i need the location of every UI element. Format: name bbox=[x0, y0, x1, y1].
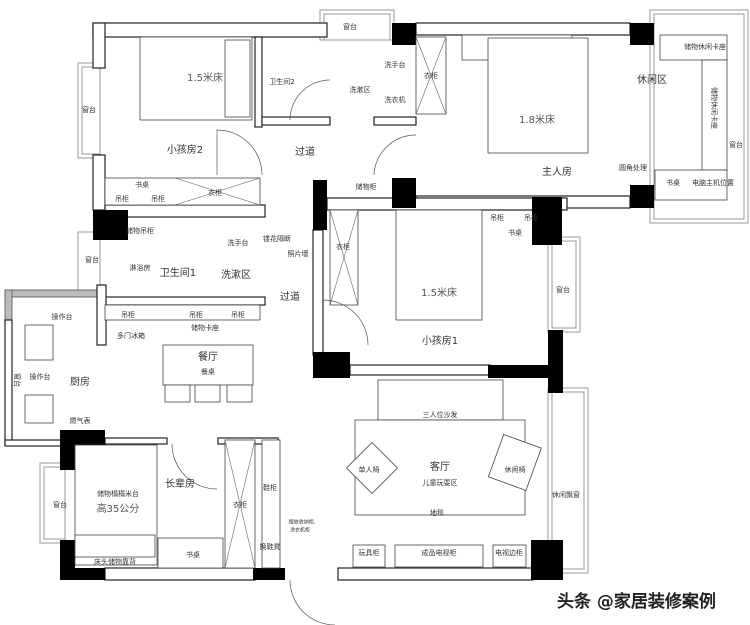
label-wash-basin: 洗手台 bbox=[228, 238, 249, 247]
label-kid-room1: 小孩房1 bbox=[422, 334, 458, 347]
label-tv-side: 电视边柜 bbox=[495, 548, 523, 557]
label-wardrobe-elder: 衣柜 bbox=[233, 500, 247, 509]
label-wash-area-top: 洗漱区 bbox=[350, 85, 371, 94]
label-living-room: 客厅 bbox=[430, 460, 450, 473]
label-fridge: 多门冰箱 bbox=[117, 331, 145, 340]
label-window-kitchen: 窗台 bbox=[13, 373, 22, 387]
label-cabinet-kid2-b: 吊柜 bbox=[151, 194, 165, 203]
label-cabinet-a: 吊柜 bbox=[121, 310, 135, 319]
label-wardrobe-kid1: 衣柜 bbox=[336, 242, 350, 251]
label-dining-room: 餐厅 bbox=[198, 350, 218, 363]
label-rug: 地毯 bbox=[430, 508, 444, 517]
label-corridor-mid: 过道 bbox=[280, 290, 300, 303]
label-desk-elder: 书桌 bbox=[186, 550, 200, 559]
pillars bbox=[60, 23, 654, 580]
windows bbox=[39, 9, 749, 574]
label-bed-kid1: 1.5米床 bbox=[421, 286, 457, 299]
label-storage-note2: 洗衣机柜 bbox=[290, 527, 310, 534]
label-storage-booth: 储物卡座 bbox=[191, 323, 219, 332]
label-bed-master: 1.8米床 bbox=[519, 113, 555, 126]
walls bbox=[4, 22, 631, 581]
label-leisure-chair: 休闲椅 bbox=[505, 465, 526, 474]
label-sofa: 三人位沙发 bbox=[423, 410, 458, 419]
room-labels: 窗台 洗漱区 1.5米床 卫生间2 窗台 小孩房2 过道 衣柜 书桌 吊柜 吊柜… bbox=[13, 22, 743, 566]
label-storage-seat-side: 储物休闲卡座 bbox=[710, 87, 719, 129]
label-window-elder: 窗台 bbox=[53, 500, 67, 509]
label-rounded-corner: 圆角处理 bbox=[619, 163, 647, 172]
label-kitchen: 厨房 bbox=[70, 375, 90, 388]
label-bed-kid2: 1.5米床 bbox=[187, 71, 223, 84]
label-counter: 操作台 bbox=[30, 372, 51, 381]
label-shoe-cabinet: 鞋柜 bbox=[263, 483, 277, 492]
label-bathroom1: 卫生间1 bbox=[160, 266, 196, 279]
label-headboard: 床头储物靠背 bbox=[94, 557, 136, 566]
label-elder-room: 长辈房 bbox=[165, 477, 195, 490]
label-master-room: 主人房 bbox=[542, 165, 572, 178]
label-gas-meter: 燃气表 bbox=[70, 416, 91, 425]
label-storage-note: 摆放收纳柜, bbox=[289, 519, 316, 526]
doors bbox=[171, 79, 417, 625]
label-tatami: 储物榻榻米台 bbox=[97, 489, 139, 498]
label-toy-cabinet: 玩具柜 bbox=[359, 548, 380, 557]
label-single-chair: 单人椅 bbox=[359, 465, 380, 474]
label-bathroom2: 卫生间2 bbox=[269, 77, 294, 86]
label-cabinet-c: 吊柜 bbox=[231, 310, 245, 319]
label-pc-host: 电脑主机位置 bbox=[692, 178, 734, 187]
label-storage-hanging: 储物吊柜 bbox=[126, 226, 154, 235]
label-cabinet-b: 吊柜 bbox=[189, 310, 203, 319]
label-wash-basin-top: 洗手台 bbox=[385, 60, 406, 69]
label-tv-cabinet: 成品电视柜 bbox=[422, 548, 457, 557]
label-window-left-mid: 窗台 bbox=[85, 255, 99, 264]
label-cabinet-kid2-a: 吊柜 bbox=[115, 194, 129, 203]
label-storage-seat-top: 储物休闲卡座 bbox=[684, 42, 726, 51]
label-window-right: 窗台 bbox=[729, 140, 743, 149]
label-leisure-area: 休闲区 bbox=[637, 73, 667, 86]
label-desk-kid1: 书桌 bbox=[508, 228, 522, 237]
label-storage-cabinet: 储物柜 bbox=[356, 182, 377, 191]
label-kid-room2: 小孩房2 bbox=[167, 143, 203, 156]
label-dining-table: 餐桌 bbox=[201, 367, 215, 376]
label-photo-wall: 照片墙 bbox=[288, 249, 309, 258]
label-desk-kid2: 书桌 bbox=[135, 180, 149, 189]
label-wardrobe-master: 衣柜 bbox=[424, 71, 438, 80]
label-washer: 洗衣机 bbox=[385, 95, 406, 104]
furniture bbox=[24, 34, 728, 569]
watermark: 头条 @家居装修案例 bbox=[557, 591, 716, 612]
label-kids-play: 儿童玩耍区 bbox=[423, 478, 458, 487]
label-counter-top: 操作台 bbox=[52, 312, 73, 321]
label-cabinet-kid1-b: 吊柜 bbox=[524, 213, 538, 222]
label-lattice-partition: 镂花隔断 bbox=[263, 234, 291, 243]
label-corridor-top: 过道 bbox=[295, 145, 315, 158]
label-bay-window: 休闲飘窗 bbox=[552, 490, 580, 499]
label-wardrobe-kid2: 衣柜 bbox=[208, 188, 222, 197]
label-window-top: 窗台 bbox=[343, 22, 357, 31]
label-cabinet-kid1-a: 吊柜 bbox=[490, 213, 504, 222]
label-window-kid1: 窗台 bbox=[556, 285, 570, 294]
label-shower-room: 淋浴房 bbox=[130, 263, 151, 272]
label-tatami-height: 高35公分 bbox=[97, 502, 140, 515]
label-desk-master: 书桌 bbox=[666, 178, 680, 187]
label-shoe-bench: 换鞋凳 bbox=[260, 542, 281, 551]
label-window-left-top: 窗台 bbox=[82, 105, 96, 114]
label-wash-area: 洗漱区 bbox=[221, 269, 251, 281]
